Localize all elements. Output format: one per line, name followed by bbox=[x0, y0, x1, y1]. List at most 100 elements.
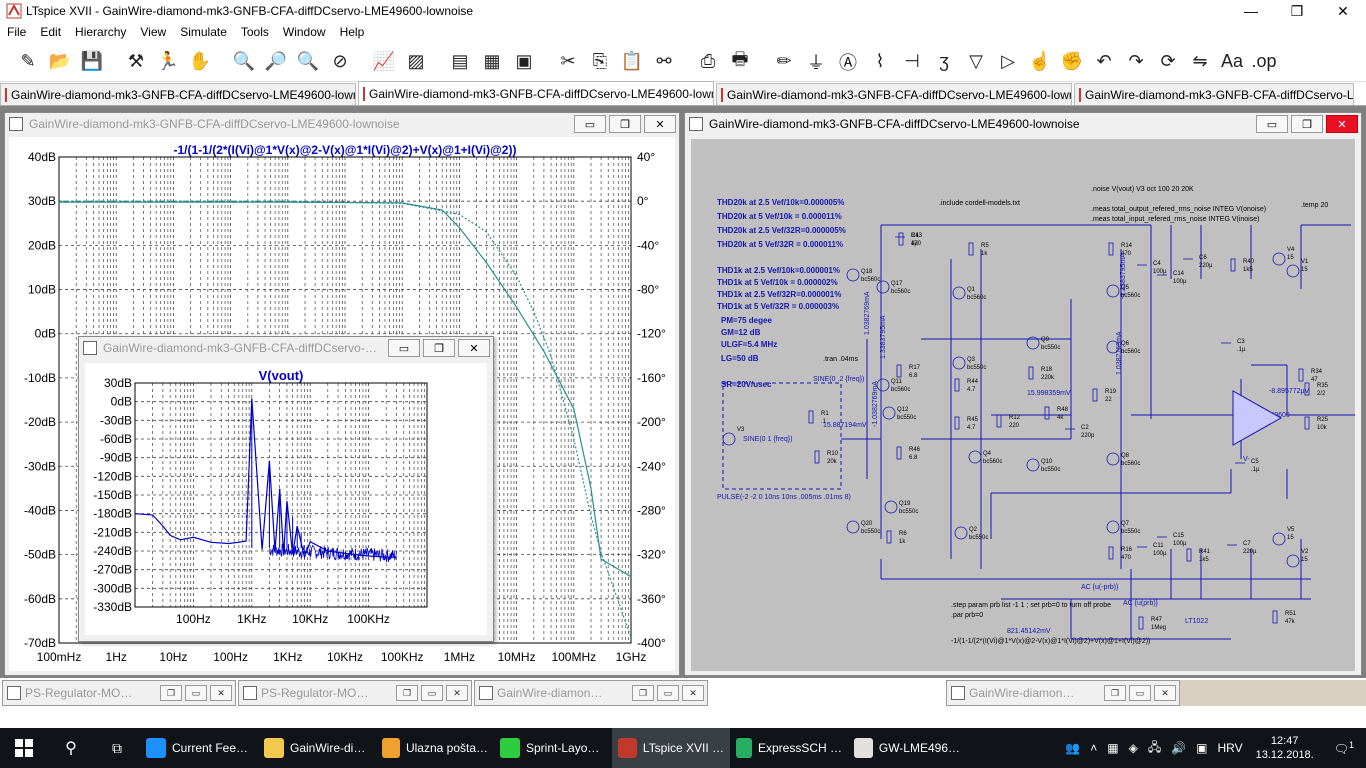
control-panel-icon[interactable]: ⚒ bbox=[127, 51, 145, 71]
menu-simulate[interactable]: Simulate bbox=[180, 25, 227, 39]
copy-icon[interactable]: ⎘ bbox=[592, 51, 608, 71]
cascade-horizontal-icon[interactable]: ▤ bbox=[451, 51, 469, 71]
redo-icon[interactable]: ↷ bbox=[1128, 51, 1144, 71]
close-icon[interactable]: ✕ bbox=[446, 685, 468, 701]
fft-restore-button[interactable]: ❐ bbox=[423, 339, 455, 357]
rotate-icon[interactable]: ⟳ bbox=[1160, 51, 1176, 71]
maximize-icon[interactable]: ▭ bbox=[657, 685, 679, 701]
close-icon[interactable]: ✕ bbox=[682, 685, 704, 701]
paste-icon[interactable]: 📋 bbox=[620, 51, 644, 71]
restore-button[interactable]: ❐ bbox=[1274, 0, 1320, 22]
cascade-icon[interactable]: ▣ bbox=[515, 51, 533, 71]
autorange-icon[interactable]: 📈 bbox=[372, 51, 396, 71]
tab-document-3[interactable]: GainWire-diamond-mk3-GNFB-CFA-diffDCserv… bbox=[716, 83, 1072, 105]
bode-minimize-button[interactable]: ▭ bbox=[574, 115, 606, 133]
maximize-icon[interactable]: ▭ bbox=[1129, 685, 1151, 701]
bode-restore-button[interactable]: ❐ bbox=[609, 115, 641, 133]
taskbar-item-ltspice[interactable]: LTspice XVII … bbox=[612, 728, 730, 768]
restore-icon[interactable]: ❐ bbox=[396, 685, 418, 701]
minimized-window-2[interactable]: PS-Regulator-MO…❐▭✕ bbox=[238, 680, 472, 706]
tab-document-4[interactable]: GainWire-diamond-mk3-GNFB-CFA-diffDCserv… bbox=[1074, 83, 1354, 105]
minimize-button[interactable]: — bbox=[1228, 0, 1274, 22]
taskbar-item-mail[interactable]: Ulazna pošta… bbox=[376, 728, 494, 768]
bode-window-titlebar[interactable]: GainWire-diamond-mk3-GNFB-CFA-diffDCserv… bbox=[5, 113, 679, 135]
menu-tools[interactable]: Tools bbox=[240, 25, 269, 39]
minimized-window-4[interactable]: GainWire-diamon…❐▭✕ bbox=[946, 680, 1180, 706]
zoom-in-icon[interactable]: 🔍 bbox=[232, 51, 256, 71]
mirror-icon[interactable]: ⇋ bbox=[1192, 51, 1208, 71]
undo-icon[interactable]: ↶ bbox=[1096, 51, 1112, 71]
cut-icon[interactable]: ✂ bbox=[560, 51, 576, 71]
menu-edit[interactable]: Edit bbox=[40, 25, 62, 39]
schematic-window-titlebar[interactable]: GainWire-diamond-mk3-GNFB-CFA-diffDCserv… bbox=[685, 113, 1361, 135]
fft-plot-window[interactable]: GainWire-diamond-mk3-GNFB-CFA-diffDCserv… bbox=[78, 336, 494, 642]
drag-icon[interactable]: ✊ bbox=[1060, 51, 1084, 71]
chevron-up-icon[interactable]: ˄ bbox=[1090, 741, 1098, 755]
maximize-icon[interactable]: ▭ bbox=[421, 685, 443, 701]
text-icon[interactable]: Aa bbox=[1220, 51, 1244, 71]
people-icon[interactable]: 👥 bbox=[1065, 741, 1081, 755]
restore-icon[interactable]: ❐ bbox=[632, 685, 654, 701]
tab-document-2[interactable]: GainWire-diamond-mk3-GNFB-CFA-diffDCserv… bbox=[358, 81, 714, 105]
menu-file[interactable]: File bbox=[7, 25, 27, 39]
menu-window[interactable]: Window bbox=[282, 25, 326, 39]
taskbar-item-sprint-layout[interactable]: Sprint-Layo… bbox=[494, 728, 612, 768]
capacitor-icon[interactable]: ⊣ bbox=[904, 51, 920, 71]
label-net-icon[interactable]: Ⓐ bbox=[839, 52, 857, 73]
tray-app-icon-3[interactable]: ▣ bbox=[1196, 741, 1208, 755]
pan-icon[interactable]: 🔎 bbox=[264, 51, 288, 71]
volume-icon[interactable]: 🔊 bbox=[1171, 741, 1187, 755]
open-icon[interactable]: 📂 bbox=[48, 51, 72, 71]
schematic-window[interactable]: GainWire-diamond-mk3-GNFB-CFA-diffDCserv… bbox=[684, 112, 1362, 676]
close-icon[interactable]: ✕ bbox=[210, 685, 232, 701]
action-center-button[interactable]: 🗨1 bbox=[1322, 740, 1366, 756]
language-indicator[interactable]: HRV bbox=[1217, 741, 1243, 755]
schematic-canvas[interactable]: THD20k at 2.5 Vef/10k=0.000005%THD20k at… bbox=[691, 139, 1355, 671]
schematic-restore-button[interactable]: ❐ bbox=[1291, 115, 1323, 133]
spice-directive-icon[interactable]: .op bbox=[1251, 51, 1277, 71]
close-icon[interactable]: ✕ bbox=[1154, 685, 1176, 701]
restore-icon[interactable]: ❐ bbox=[1104, 685, 1126, 701]
tray-app-icon-2[interactable]: ◈ bbox=[1128, 741, 1138, 755]
network-icon[interactable]: 🖧 bbox=[1147, 739, 1162, 754]
halt-icon[interactable]: ✋ bbox=[188, 51, 212, 71]
taskbar-item-expresssch[interactable]: ExpressSCH … bbox=[730, 728, 848, 768]
new-schematic-icon[interactable]: ✎ bbox=[20, 51, 36, 71]
run-icon[interactable]: 🏃 bbox=[156, 51, 180, 71]
schematic-minimize-button[interactable]: ▭ bbox=[1256, 115, 1288, 133]
save-icon[interactable]: 💾 bbox=[80, 51, 104, 71]
schematic-close-button[interactable]: ✕ bbox=[1326, 115, 1358, 133]
zoom-fit-icon[interactable]: ⊘ bbox=[332, 51, 348, 71]
fft-minimize-button[interactable]: ▭ bbox=[388, 339, 420, 357]
menu-view[interactable]: View bbox=[140, 25, 167, 39]
diode-icon[interactable]: ▽ bbox=[969, 51, 983, 71]
menu-help[interactable]: Help bbox=[339, 25, 365, 39]
print-setup-icon[interactable]: 🖶 bbox=[731, 48, 749, 69]
close-button[interactable]: ✕ bbox=[1320, 0, 1366, 22]
find-icon[interactable]: ⚯ bbox=[656, 51, 672, 71]
minimized-window-3[interactable]: GainWire-diamon…❐▭✕ bbox=[474, 680, 708, 706]
taskbar-item-paint[interactable]: GW-LME496… bbox=[848, 728, 966, 768]
zoom-out-icon[interactable]: 🔍 bbox=[296, 51, 320, 71]
fft-window-titlebar[interactable]: GainWire-diamond-mk3-GNFB-CFA-diffDCserv… bbox=[79, 337, 493, 359]
minimized-window-1[interactable]: PS-Regulator-MO…❐▭✕ bbox=[2, 680, 236, 706]
taskbar-item-edge[interactable]: Current Fee… bbox=[140, 728, 258, 768]
cascade-vertical-icon[interactable]: ▦ bbox=[483, 51, 501, 71]
task-view-button[interactable]: ⧉ bbox=[94, 728, 140, 768]
pencil-icon[interactable]: ✏ bbox=[776, 51, 792, 71]
tray-app-icon[interactable]: ▦ bbox=[1107, 741, 1119, 755]
taskbar-item-folder[interactable]: GainWire-di… bbox=[258, 728, 376, 768]
print-icon[interactable]: ⎙ bbox=[700, 51, 716, 71]
ground-icon[interactable]: ⏚ bbox=[807, 52, 825, 73]
fft-close-button[interactable]: ✕ bbox=[458, 339, 490, 357]
menu-hierarchy[interactable]: Hierarchy bbox=[75, 25, 127, 39]
inductor-icon[interactable]: ʒ bbox=[939, 51, 949, 71]
tab-document-1[interactable]: GainWire-diamond-mk3-GNFB-CFA-diffDCserv… bbox=[0, 83, 356, 105]
resistor-icon[interactable]: ⌇ bbox=[875, 51, 885, 71]
move-icon[interactable]: ☝ bbox=[1028, 51, 1052, 71]
start-button[interactable] bbox=[0, 728, 48, 768]
tile-icon[interactable]: ▨ bbox=[407, 51, 425, 71]
search-button[interactable]: ⚲ bbox=[48, 728, 94, 768]
